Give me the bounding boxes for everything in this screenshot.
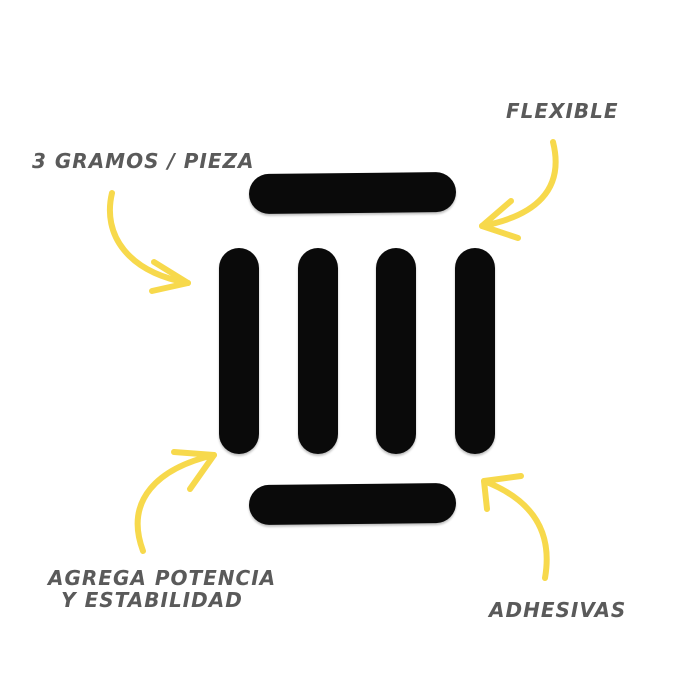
flexible-label: FLEXIBLE	[506, 99, 619, 123]
vertical-strip-1	[219, 248, 259, 454]
power-stability-label: AGREGA POTENCIA Y ESTABILIDAD	[48, 566, 277, 612]
arrow-bottom-right-icon	[481, 473, 550, 581]
vertical-strip-4	[455, 248, 495, 454]
vertical-strip-3	[376, 248, 416, 454]
arrow-top-left-icon	[106, 190, 191, 294]
adhesive-label: ADHESIVAS	[489, 598, 627, 622]
arrow-top-right-icon	[479, 139, 559, 241]
vertical-strip-2	[298, 248, 338, 454]
power-label-line2: Y ESTABILIDAD	[61, 588, 243, 612]
arrow-bottom-left-icon	[134, 449, 217, 554]
weight-label: 3 GRAMOS / PIEZA	[32, 149, 255, 173]
power-label-line1: AGREGA POTENCIA	[48, 566, 277, 590]
